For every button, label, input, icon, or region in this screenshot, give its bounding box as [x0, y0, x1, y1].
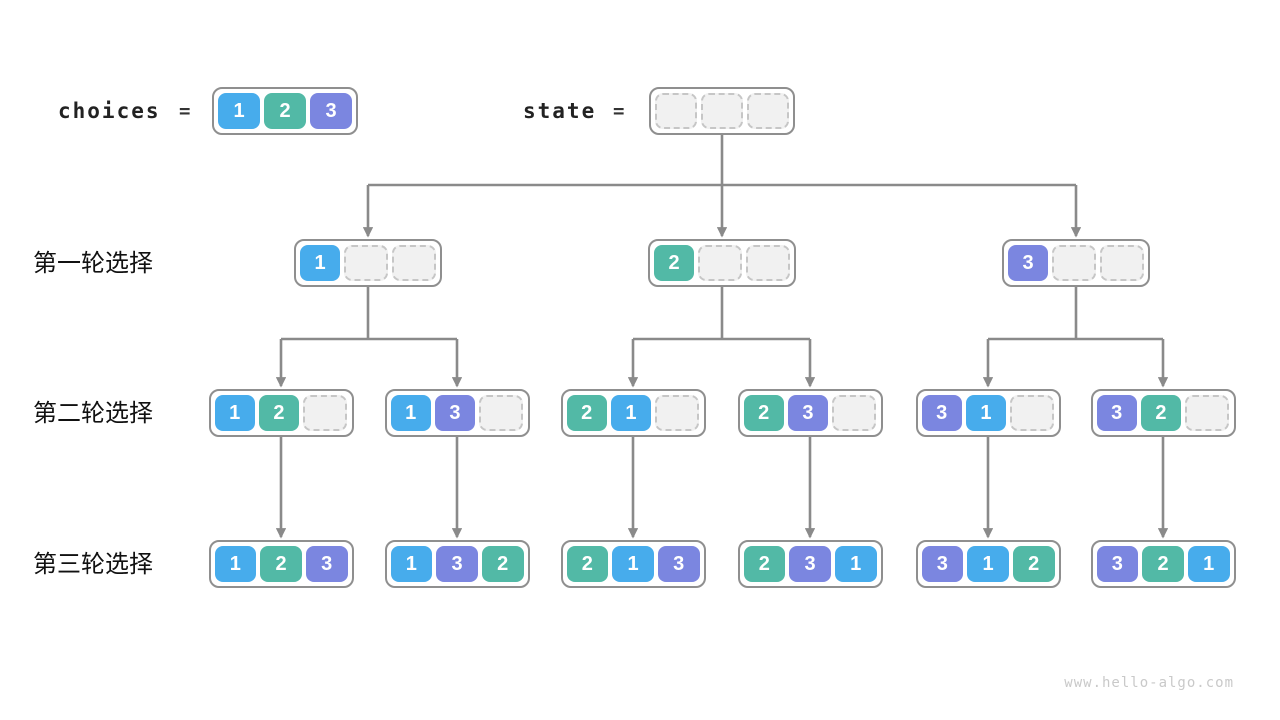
array-cell: 2 [1142, 546, 1184, 582]
array-cell-empty [747, 93, 789, 129]
array-cell-empty [1185, 395, 1230, 431]
array-cell: 2 [1012, 546, 1055, 582]
array-cell-empty [479, 395, 524, 431]
array-cell: 3 [657, 546, 700, 582]
array-cell: 2 [743, 546, 786, 582]
round-1-label: 第一轮选择 [33, 250, 153, 277]
array-cell: 1 [390, 546, 433, 582]
array-cell: 2 [258, 395, 300, 431]
array-cell-empty [1100, 245, 1144, 281]
array-cell: 2 [743, 395, 784, 431]
array-cell: 1 [214, 546, 257, 582]
state-box-round1-3: 3 [1002, 239, 1150, 287]
choices-equals-sign: = [179, 100, 191, 122]
array-cell: 2 [481, 546, 524, 582]
array-cell: 3 [1008, 245, 1048, 281]
array-cell: 3 [789, 546, 831, 582]
array-cell-empty [832, 395, 877, 431]
array-cell-empty [392, 245, 436, 281]
array-cell-empty [303, 395, 348, 431]
round-3-label: 第三轮选择 [33, 551, 153, 578]
array-cell-empty [655, 93, 697, 129]
watermark: www.hello-algo.com [1064, 675, 1234, 691]
array-cell: 1 [965, 395, 1007, 431]
array-cell: 2 [566, 395, 607, 431]
state-box-round1-2: 2 [648, 239, 796, 287]
array-cell: 3 [434, 395, 476, 431]
array-cell: 3 [921, 395, 962, 431]
array-cell-empty [655, 395, 700, 431]
array-cell: 1 [610, 395, 652, 431]
array-cell: 1 [218, 93, 260, 129]
round-2-label: 第二轮选择 [33, 400, 153, 427]
array-cell: 2 [566, 546, 609, 582]
array-cell-empty [701, 93, 743, 129]
array-cell: 3 [1096, 395, 1137, 431]
choices-label: choices [58, 99, 161, 123]
array-cell: 1 [967, 546, 1009, 582]
array-cell-empty [1052, 245, 1096, 281]
state-label: state [523, 99, 597, 123]
array-cell: 3 [436, 546, 478, 582]
array-cell: 1 [1187, 546, 1230, 582]
array-cell-empty [746, 245, 790, 281]
array-cell: 1 [300, 245, 340, 281]
array-cell: 1 [834, 546, 877, 582]
array-cell: 3 [921, 546, 964, 582]
array-cell: 1 [612, 546, 654, 582]
array-cell: 2 [260, 546, 302, 582]
array-cell-empty [344, 245, 388, 281]
array-cell: 2 [654, 245, 694, 281]
state-box-round1-1: 1 [294, 239, 442, 287]
array-cell: 3 [1096, 546, 1139, 582]
state-equals-sign: = [613, 100, 625, 122]
array-cell-empty [698, 245, 742, 281]
array-cell: 3 [305, 546, 348, 582]
array-cell: 2 [264, 93, 306, 129]
array-cell-empty [1010, 395, 1055, 431]
state-array-box [649, 87, 795, 135]
array-cell: 1 [390, 395, 431, 431]
array-cell: 3 [787, 395, 829, 431]
array-cell: 2 [1140, 395, 1182, 431]
array-cell: 1 [214, 395, 255, 431]
array-cell: 3 [310, 93, 352, 129]
